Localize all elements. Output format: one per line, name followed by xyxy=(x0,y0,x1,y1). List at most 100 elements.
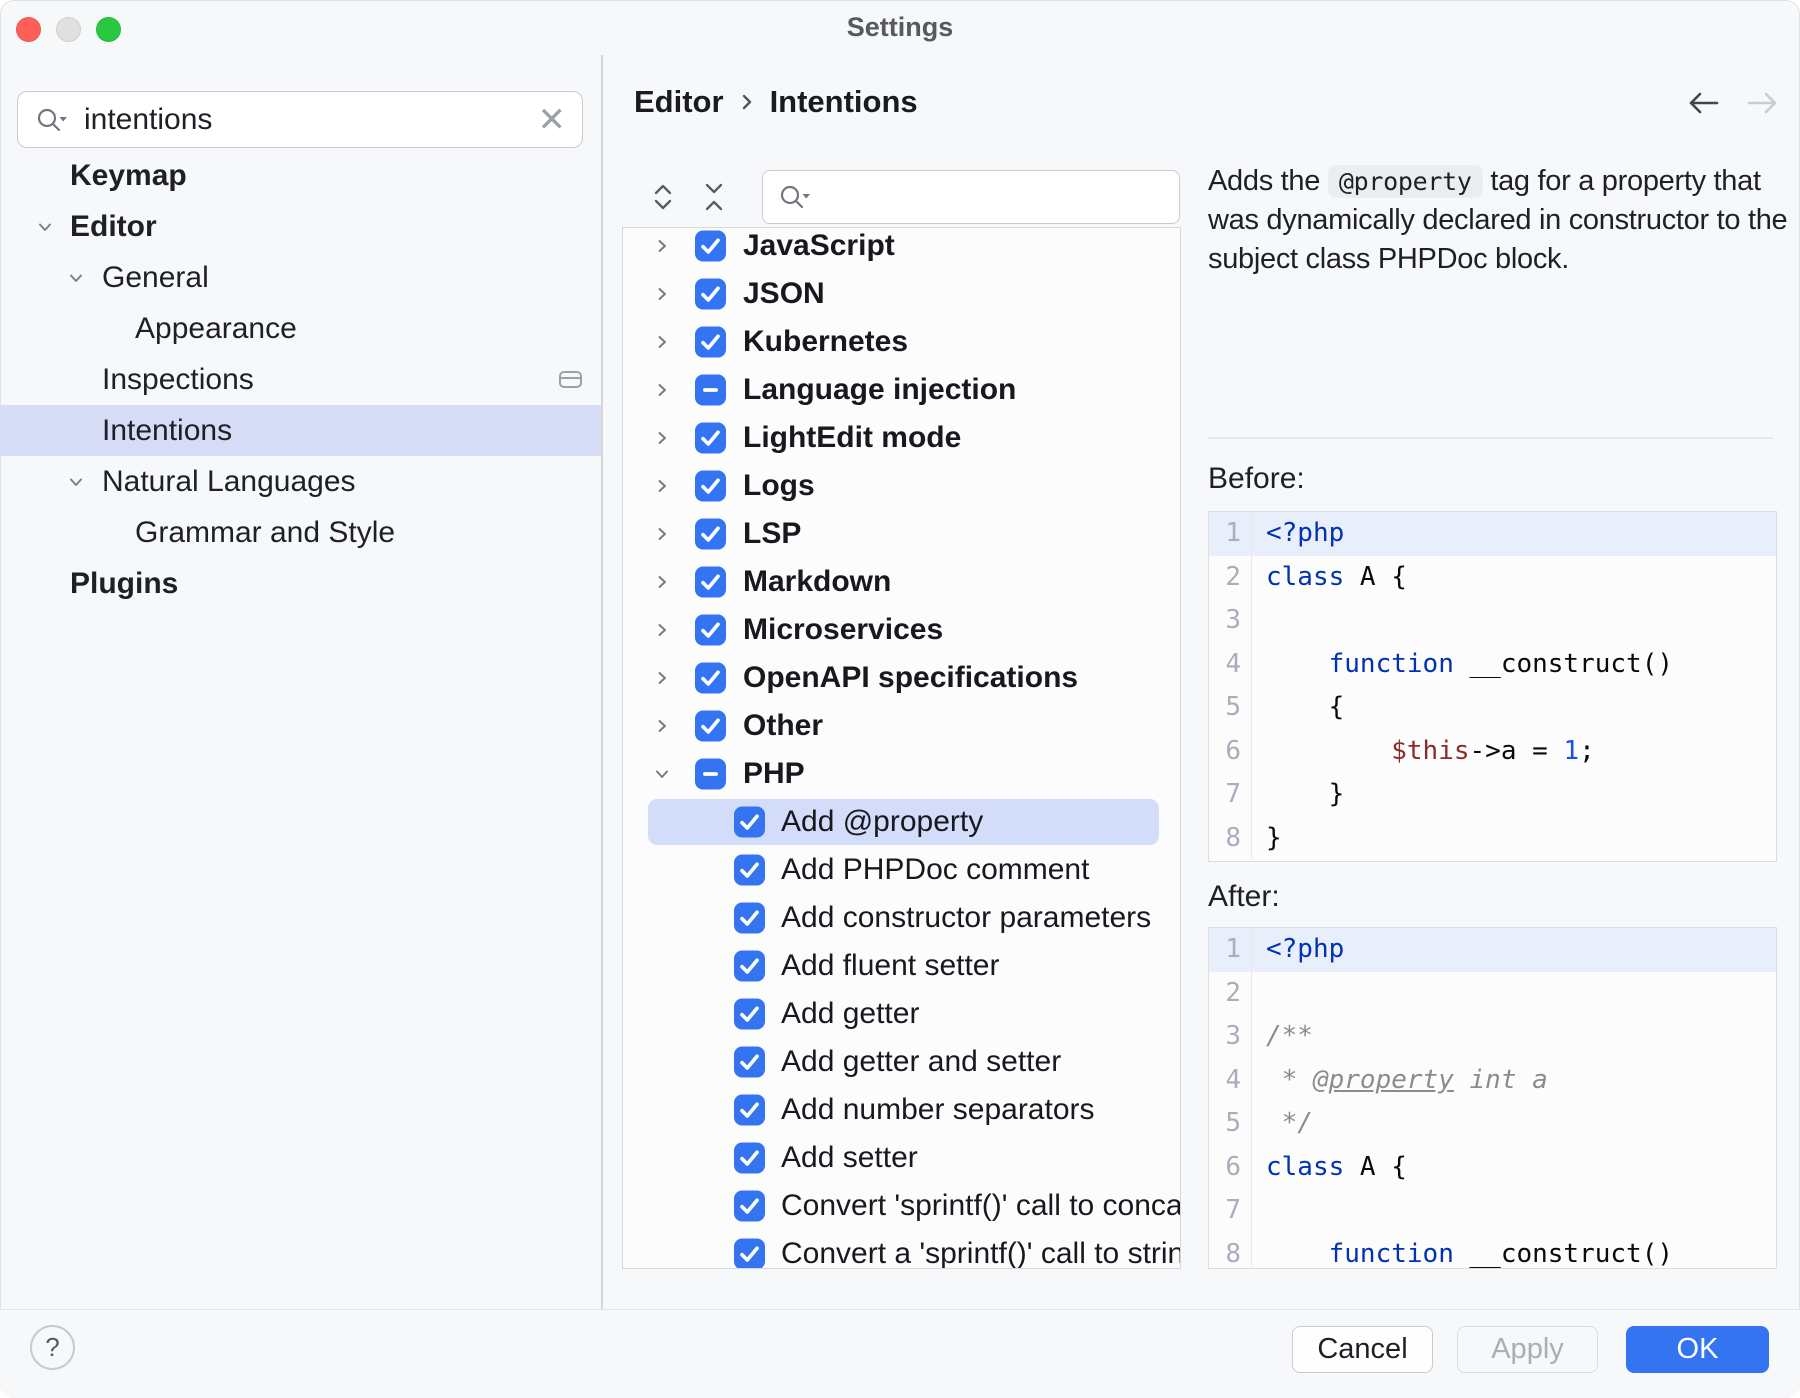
checked-checkbox[interactable] xyxy=(734,1238,765,1268)
sidebar-item-general[interactable]: General xyxy=(0,252,601,303)
chevron-down-icon[interactable] xyxy=(34,216,56,238)
checked-checkbox[interactable] xyxy=(734,998,765,1030)
chevron-right-icon[interactable] xyxy=(651,523,673,545)
checked-checkbox[interactable] xyxy=(734,854,765,886)
tree-row-add-getter-and-setter[interactable]: Add getter and setter xyxy=(623,1038,1180,1086)
chevron-right-icon[interactable] xyxy=(651,331,673,353)
code-text: function __construct() xyxy=(1328,1238,1674,1269)
tree-row-add-getter[interactable]: Add getter xyxy=(623,990,1180,1038)
ok-button[interactable]: OK xyxy=(1626,1326,1769,1373)
checked-checkbox[interactable] xyxy=(695,518,726,550)
tree-row-add-phpdoc-comment[interactable]: Add PHPDoc comment xyxy=(623,846,1180,894)
checked-checkbox[interactable] xyxy=(695,470,726,502)
line-number: 1 xyxy=(1209,928,1252,972)
chevron-right-icon[interactable] xyxy=(651,379,673,401)
line-number: 6 xyxy=(1209,1145,1252,1189)
tree-row-php[interactable]: PHP xyxy=(623,750,1180,798)
tree-row-language-injection[interactable]: Language injection xyxy=(623,366,1180,414)
sidebar-item-editor[interactable]: Editor xyxy=(0,201,601,252)
chevron-right-icon[interactable] xyxy=(651,667,673,689)
tree-row-logs[interactable]: Logs xyxy=(623,462,1180,510)
sidebar-item-plugins[interactable]: Plugins xyxy=(0,558,601,609)
clear-search-icon[interactable]: ✕ xyxy=(537,100,567,139)
sidebar-item-inspections[interactable]: Inspections xyxy=(0,354,601,405)
sidebar-item-keymap[interactable]: Keymap xyxy=(0,150,601,201)
checked-checkbox[interactable] xyxy=(734,1142,765,1174)
settings-search-field[interactable]: ✕ xyxy=(17,91,583,148)
checked-checkbox[interactable] xyxy=(734,1190,765,1222)
settings-sidebar: ✕ KeymapEditorGeneralAppearanceInspectio… xyxy=(0,55,601,1310)
checked-checkbox[interactable] xyxy=(695,566,726,598)
sidebar-item-intentions[interactable]: Intentions xyxy=(0,405,601,456)
minimize-window-button[interactable] xyxy=(56,17,81,42)
checked-checkbox[interactable] xyxy=(695,614,726,646)
chevron-right-icon[interactable] xyxy=(651,427,673,449)
code-text: <?php xyxy=(1266,934,1345,964)
tree-item-label: Language injection xyxy=(743,373,1017,406)
chevron-right-icon[interactable] xyxy=(651,619,673,641)
tree-row-other[interactable]: Other xyxy=(623,702,1180,750)
indeterminate-checkbox[interactable] xyxy=(695,374,726,406)
tree-row-add-fluent-setter[interactable]: Add fluent setter xyxy=(623,942,1180,990)
sidebar-item-natural-languages[interactable]: Natural Languages xyxy=(0,456,601,507)
checked-checkbox[interactable] xyxy=(734,806,765,838)
sidebar-item-appearance[interactable]: Appearance xyxy=(0,303,601,354)
back-arrow-icon[interactable] xyxy=(1684,88,1724,118)
close-window-button[interactable] xyxy=(16,17,41,42)
tree-item-label: Add number separators xyxy=(781,1093,1095,1126)
code-line: 8 function __construct() xyxy=(1209,1232,1776,1269)
checked-checkbox[interactable] xyxy=(734,1094,765,1126)
checked-checkbox[interactable] xyxy=(734,1046,765,1078)
tree-row-lightedit-mode[interactable]: LightEdit mode xyxy=(623,414,1180,462)
code-line: 4 function __construct() xyxy=(1209,642,1776,686)
chevron-down-icon[interactable] xyxy=(65,471,87,493)
indeterminate-checkbox[interactable] xyxy=(695,758,726,790)
code-line: 7 } xyxy=(1209,773,1776,817)
chevron-down-icon[interactable] xyxy=(65,267,87,289)
tree-row-javascript[interactable]: JavaScript xyxy=(623,228,1180,270)
chevron-down-icon[interactable] xyxy=(651,763,673,785)
tree-search-field[interactable] xyxy=(762,170,1180,224)
tree-row-openapi-specifications[interactable]: OpenAPI specifications xyxy=(623,654,1180,702)
checked-checkbox[interactable] xyxy=(695,278,726,310)
tree-row-add-constructor-parameters[interactable]: Add constructor parameters xyxy=(623,894,1180,942)
checked-checkbox[interactable] xyxy=(734,902,765,934)
checked-checkbox[interactable] xyxy=(695,710,726,742)
sidebar-item-grammar-and-style[interactable]: Grammar and Style xyxy=(0,507,601,558)
cancel-button[interactable]: Cancel xyxy=(1292,1326,1433,1373)
apply-button[interactable]: Apply xyxy=(1457,1326,1598,1373)
chevron-right-icon[interactable] xyxy=(651,571,673,593)
chevron-right-icon[interactable] xyxy=(651,235,673,257)
help-button[interactable]: ? xyxy=(30,1325,75,1370)
checked-checkbox[interactable] xyxy=(695,422,726,454)
tree-item-label: Markdown xyxy=(743,565,892,598)
code-text: class A { xyxy=(1266,561,1407,592)
tree-row-kubernetes[interactable]: Kubernetes xyxy=(623,318,1180,366)
tree-row-convert-a-sprintf-call-to-string[interactable]: Convert a 'sprintf()' call to string xyxy=(623,1230,1180,1268)
settings-search-input[interactable] xyxy=(82,101,530,138)
checked-checkbox[interactable] xyxy=(695,326,726,358)
tree-row-markdown[interactable]: Markdown xyxy=(623,558,1180,606)
checked-checkbox[interactable] xyxy=(695,662,726,694)
chevron-right-icon[interactable] xyxy=(651,715,673,737)
tree-row-add-property[interactable]: Add @property xyxy=(623,798,1180,846)
tree-row-json[interactable]: JSON xyxy=(623,270,1180,318)
breadcrumb-item-editor[interactable]: Editor xyxy=(634,84,724,119)
tree-row-add-number-separators[interactable]: Add number separators xyxy=(623,1086,1180,1134)
checked-checkbox[interactable] xyxy=(734,950,765,982)
chevron-right-icon[interactable] xyxy=(651,283,673,305)
tree-row-add-setter[interactable]: Add setter xyxy=(623,1134,1180,1182)
expand-all-icon[interactable] xyxy=(650,181,676,213)
collapse-all-icon[interactable] xyxy=(701,181,727,213)
code-text: * @property int a xyxy=(1266,1064,1548,1095)
tree-row-microservices[interactable]: Microservices xyxy=(623,606,1180,654)
tree-item-label: LSP xyxy=(743,517,802,550)
tree-search-input[interactable] xyxy=(821,180,1165,214)
tree-row-lsp[interactable]: LSP xyxy=(623,510,1180,558)
zoom-window-button[interactable] xyxy=(96,17,121,42)
tree-row-convert-sprintf-call-to-concate[interactable]: Convert 'sprintf()' call to concate xyxy=(623,1182,1180,1230)
chevron-right-icon[interactable] xyxy=(651,475,673,497)
checked-checkbox[interactable] xyxy=(695,230,726,262)
